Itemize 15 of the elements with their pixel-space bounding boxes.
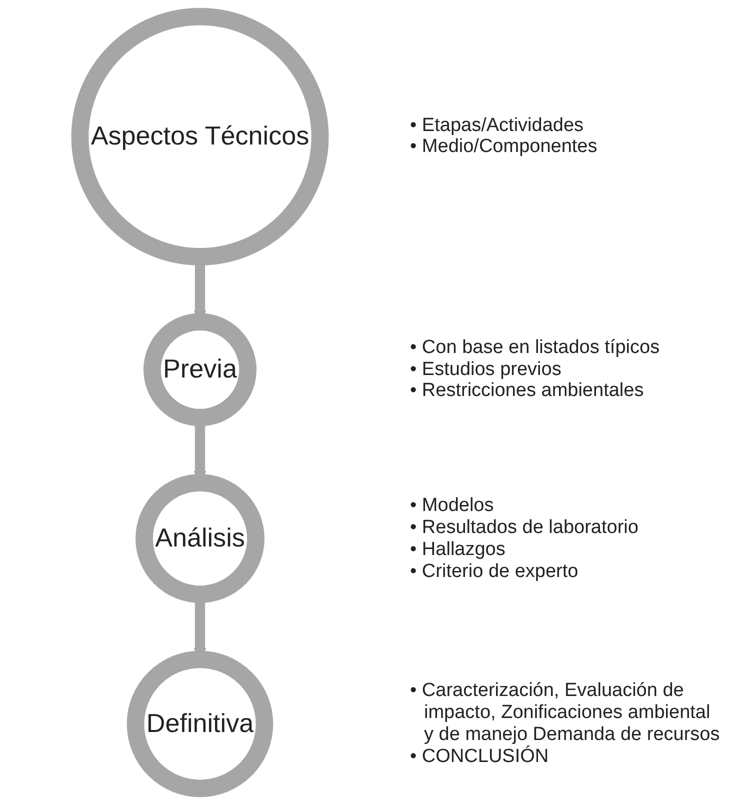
bullet-item: • Caracterización, Evaluación de impacto, Zonificaciones ambiental y de manejo Demanda de recursos [410,680,720,746]
bullet-item: • Medio/Componentes [410,136,598,158]
bullet-item: • Modelos [410,494,495,517]
bullet-item: • Resultados de laboratorio [410,516,640,539]
bullet-item: • Estudios previos [410,358,562,380]
bullet-item: • Con base en listados típicos [410,336,661,359]
bullet-item: • Criterio de experto [410,560,580,582]
bullet-item: • Restricciones ambientales [410,380,645,402]
bullet-item: • Hallazgos [410,538,506,560]
node-circle: Definitiva [126,650,274,798]
bullet-item: • Etapas/Actividades [410,114,585,136]
node-circle: Análisis [136,474,264,603]
bullet-item: • CONCLUSIÓN [410,746,550,768]
node-circle: Aspectos Técnicos [71,8,329,266]
node-circle: Previa [143,313,257,426]
